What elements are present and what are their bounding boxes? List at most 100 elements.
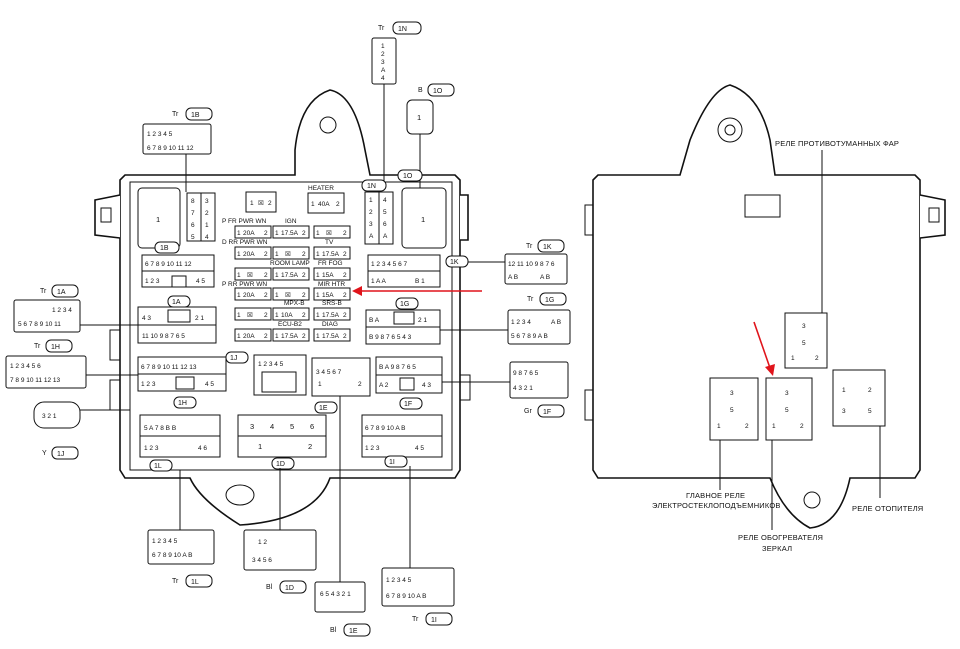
svg-text:1: 1 (275, 272, 279, 279)
tag-1l: 1L (191, 579, 199, 586)
svg-text:1: 1 (717, 423, 721, 430)
svg-text:2: 2 (745, 423, 749, 430)
svg-text:1: 1 (156, 215, 160, 224)
svg-text:☒: ☒ (247, 271, 253, 279)
svg-text:2: 2 (302, 333, 306, 340)
svg-text:2: 2 (343, 272, 347, 279)
svg-text:1 2 3 4 5: 1 2 3 4 5 (258, 361, 284, 368)
svg-text:1: 1 (842, 387, 846, 394)
tag-1a: 1A (57, 289, 66, 296)
tag-1o: 1O (433, 88, 443, 95)
label-relay-mirror-2: ЗЕРКАЛ (762, 544, 792, 553)
svg-text:1: 1 (417, 113, 421, 122)
tag-1j-inner: 1J (230, 355, 237, 362)
connector-1n-external: Tr 1N 1 2 3 A 4 (371, 21, 422, 190)
pins-1i-row1: 1 2 3 4 5 (386, 577, 412, 584)
svg-text:A: A (383, 233, 388, 240)
svg-text:2: 2 (358, 381, 362, 388)
svg-text:5: 5 (730, 407, 734, 414)
tag-1g-inner: 1G (400, 301, 409, 308)
label-mir-htr: MIR HTR (318, 281, 345, 288)
svg-text:1: 1 (237, 312, 241, 319)
svg-text:2: 2 (336, 201, 340, 208)
svg-text:2: 2 (343, 312, 347, 319)
socket-large-right: 1 (401, 187, 447, 249)
svg-text:2: 2 (343, 333, 347, 340)
socket-large-left: 1 (137, 187, 181, 249)
rating: 15A (322, 272, 334, 279)
svg-text:5: 5 (802, 340, 806, 347)
svg-text:2: 2 (381, 51, 385, 58)
rating: 17.5A (322, 333, 340, 340)
svg-text:4 3: 4 3 (422, 382, 431, 389)
svg-text:2: 2 (205, 210, 209, 217)
svg-text:2: 2 (264, 230, 268, 237)
svg-text:1: 1 (237, 292, 241, 299)
color-bl: Bl (266, 584, 273, 591)
tag-1i: 1I (431, 617, 437, 624)
svg-text:1 2 3 4: 1 2 3 4 (511, 319, 531, 326)
rating: 17.5A (281, 272, 299, 279)
svg-text:2: 2 (343, 251, 347, 258)
svg-text:2: 2 (302, 251, 306, 258)
connector-1p-center: 1 2 3 4 5 (253, 354, 307, 396)
color-tr: Tr (40, 288, 47, 295)
label-ign: IGN (285, 218, 297, 225)
pins-1b-row2: 6 7 8 9 10 11 12 (147, 145, 194, 152)
connector-1j-external: 1J 3 2 1 Y 1J (33, 351, 249, 460)
svg-text:1: 1 (316, 230, 320, 237)
svg-text:1 2 3: 1 2 3 (365, 445, 380, 452)
annotation-arrow-mir-htr (352, 286, 482, 296)
tag-1i-inner: 1I (389, 459, 395, 466)
svg-text:6 7 8 9 10 A B: 6 7 8 9 10 A B (365, 425, 405, 432)
label-relay-heater: РЕЛЕ ОТОПИТЕЛЯ (852, 504, 923, 513)
pins-1l-row2: 6 7 8 9 10 A B (152, 552, 192, 559)
rating: 20A (243, 333, 255, 340)
svg-text:2: 2 (264, 292, 268, 299)
svg-text:2: 2 (343, 292, 347, 299)
pins-1a-row2: 5 6 7 8 9 10 11 (18, 321, 61, 328)
tag-1g: 1G (545, 297, 554, 304)
svg-text:2 1: 2 1 (418, 317, 427, 324)
tag-1j: 1J (57, 451, 64, 458)
color-tr: Tr (34, 343, 41, 350)
connector-1i-external: 1I 1 2 3 4 5 6 7 8 9 10 A B Tr 1I (381, 455, 455, 626)
svg-text:1: 1 (237, 333, 241, 340)
svg-text:2: 2 (868, 387, 872, 394)
connector-1f-external: 1F 9 8 7 6 5 4 3 2 1 Gr 1F (399, 361, 569, 418)
connector-1b-external: Tr 1B 1 2 3 4 5 6 7 8 9 10 11 12 (142, 107, 213, 192)
tag-1k-inner: 1K (450, 259, 459, 266)
svg-text:2: 2 (369, 209, 373, 216)
svg-text:2: 2 (264, 272, 268, 279)
pins-1l-row1: 1 2 3 4 5 (152, 538, 178, 545)
svg-text:5: 5 (383, 209, 387, 216)
color-tr: Tr (172, 578, 179, 585)
svg-text:2 1: 2 1 (195, 315, 204, 322)
pins-1f-row2: 4 3 2 1 (513, 385, 533, 392)
pins-1k-row1: 12 11 10 9 8 7 6 (508, 261, 555, 268)
color-tr: Tr (526, 243, 533, 250)
color-y: Y (42, 450, 47, 457)
svg-text:2: 2 (264, 312, 268, 319)
tag-1d-inner: 1D (276, 461, 285, 468)
svg-text:2: 2 (264, 251, 268, 258)
tag-1b-inner: 1B (160, 245, 169, 252)
rating: 17.5A (281, 230, 299, 237)
svg-text:B A 9 8 7 6 5: B A 9 8 7 6 5 (379, 364, 416, 371)
color-tr: Tr (527, 296, 534, 303)
svg-text:2: 2 (302, 312, 306, 319)
svg-text:11 10 9 8 7 6 5: 11 10 9 8 7 6 5 (142, 333, 185, 340)
svg-text:2: 2 (302, 292, 306, 299)
label-relay-mirror-1: РЕЛЕ ОБОГРЕВАТЕЛЯ (738, 533, 823, 542)
svg-text:1: 1 (237, 272, 241, 279)
tag-1f-inner: 1F (404, 401, 412, 408)
